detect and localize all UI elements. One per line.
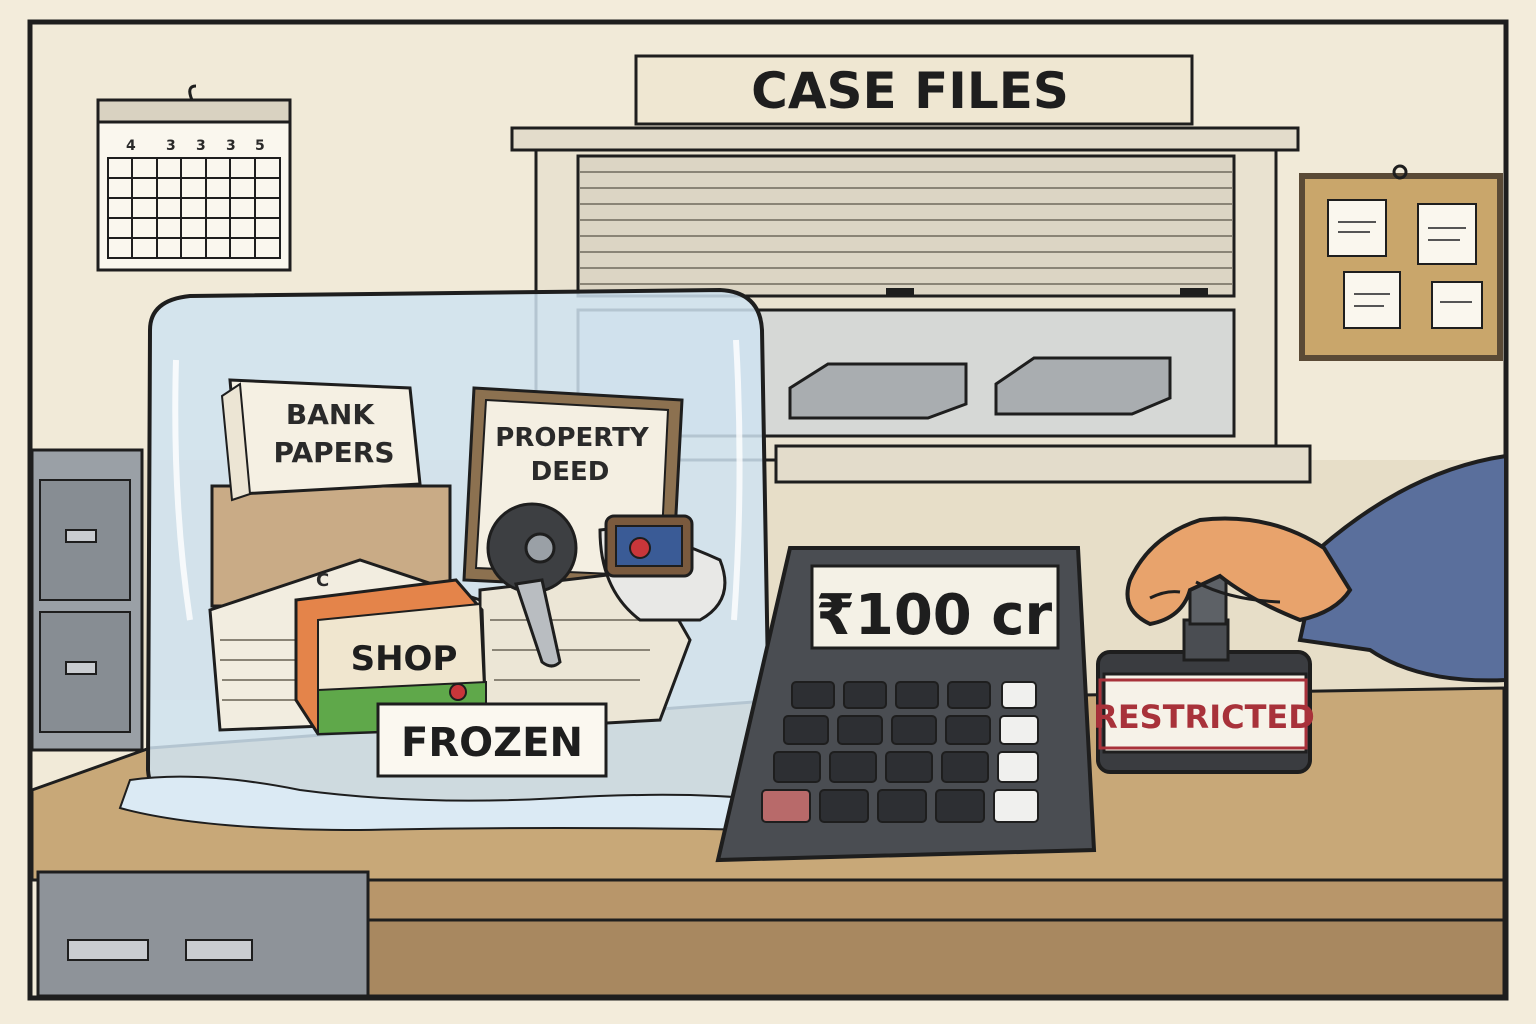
corkboard xyxy=(1299,164,1503,361)
frozen-label: FROZEN xyxy=(401,720,583,766)
frozen-tag: FROZEN xyxy=(376,702,608,778)
calendar-date-3: 3 xyxy=(196,138,206,154)
calendar-date-1: 4 xyxy=(126,138,136,154)
rubber-stamp: RESTRICTED xyxy=(1093,558,1315,774)
bank-papers-label-line1: BANK xyxy=(286,398,375,431)
car-key-icon xyxy=(486,502,578,668)
property-deed-label-line1: PROPERTY xyxy=(495,423,650,453)
calendar-date-4: 3 xyxy=(226,138,236,154)
document-stack-letter: C xyxy=(316,570,329,591)
property-deed-label-line2: DEED xyxy=(531,457,610,487)
stamp-label: RESTRICTED xyxy=(1093,698,1315,736)
shop-label: SHOP xyxy=(351,639,458,679)
calendar-date-5: 5 xyxy=(255,138,265,154)
calendar-date-2: 3 xyxy=(166,138,176,154)
bank-papers-label-line2: PAPERS xyxy=(274,436,395,469)
wall-calendar: 4 3 3 3 5 xyxy=(96,84,292,272)
calculator-display: ₹100 cr xyxy=(816,583,1053,648)
calculator: ₹100 cr xyxy=(715,546,1097,863)
case-files-sign: CASE FILES xyxy=(634,54,1194,126)
hand xyxy=(1125,453,1508,683)
case-files-title: CASE FILES xyxy=(751,62,1069,120)
shop-box: SHOP xyxy=(294,578,488,736)
filing-cabinet xyxy=(30,448,144,752)
calculator-keypad xyxy=(761,681,1039,823)
